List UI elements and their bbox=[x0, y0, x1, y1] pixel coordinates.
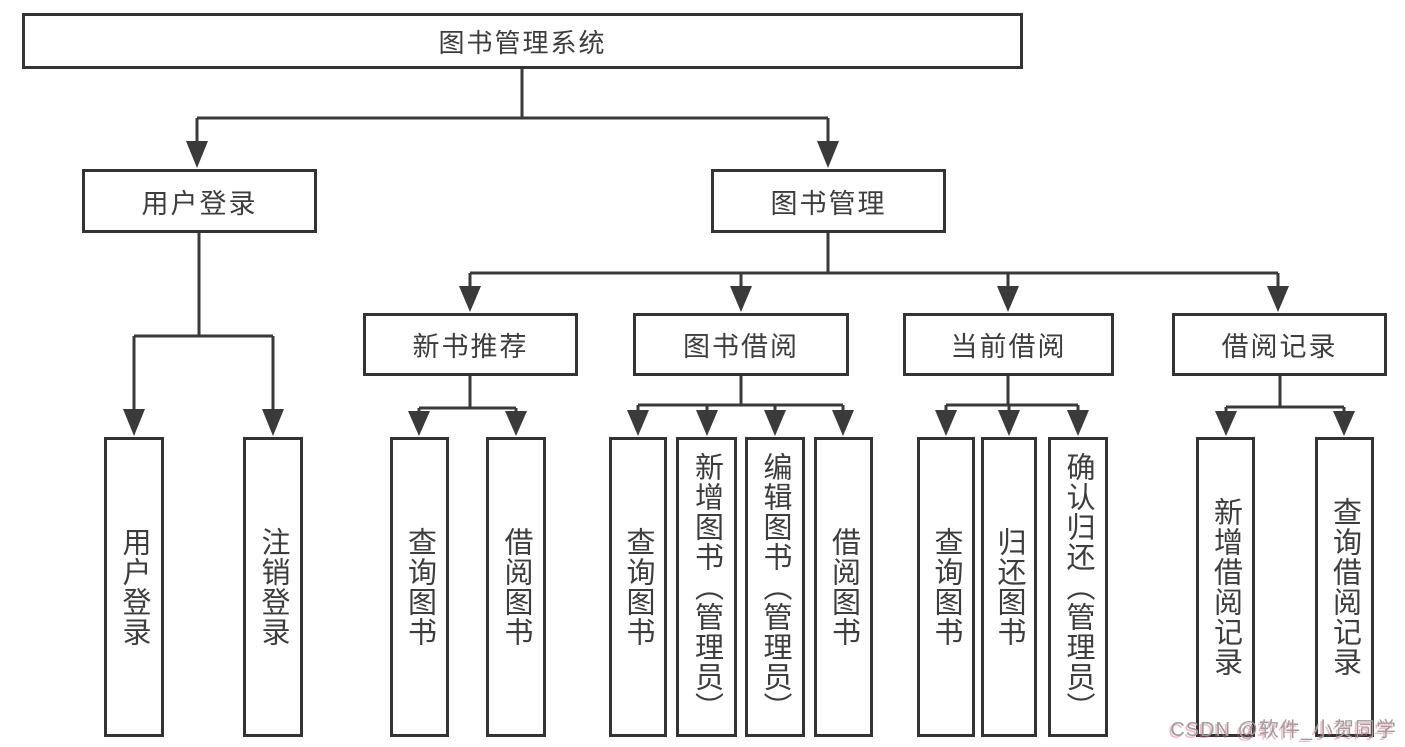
leaf-new-books-query-books: 查询图书 bbox=[390, 437, 449, 737]
arrowhead bbox=[1067, 410, 1089, 436]
arrowhead bbox=[627, 410, 649, 436]
arrowhead bbox=[817, 141, 839, 168]
branch-records bbox=[1224, 376, 1346, 412]
leaf-borrow-edit-books-admin: 编辑图书（管理员） bbox=[745, 437, 805, 737]
node-library-management-system: 图书管理系统 bbox=[22, 13, 1023, 69]
arrowhead bbox=[1215, 411, 1237, 436]
node-user-login: 用户登录 bbox=[82, 169, 317, 233]
node-book-management: 图书管理 bbox=[711, 169, 946, 233]
leaf-new-books-borrow-books: 借阅图书 bbox=[486, 437, 546, 737]
arrowhead bbox=[832, 410, 854, 436]
leaf-current-query-books: 查询图书 bbox=[917, 437, 975, 737]
arrowhead bbox=[696, 410, 718, 436]
branch-book-management-arrowheads bbox=[459, 286, 1289, 312]
arrowhead bbox=[998, 410, 1020, 436]
branch-book-borrow bbox=[636, 376, 845, 411]
branch-book-management bbox=[468, 233, 1280, 287]
csdn-watermark: CSDN @软件_小贺同学 bbox=[1170, 719, 1397, 741]
arrowhead bbox=[459, 286, 481, 312]
branch-user-login-path bbox=[132, 233, 275, 410]
branch-root-path bbox=[195, 69, 830, 142]
arrowhead bbox=[262, 409, 284, 436]
branch-root-arrowheads bbox=[186, 141, 839, 168]
arrowhead bbox=[123, 409, 145, 436]
leaf-borrow-query-books: 查询图书 bbox=[609, 437, 667, 737]
leaf-records-query-record: 查询借阅记录 bbox=[1315, 437, 1374, 737]
branch-book-borrow-arrowheads bbox=[627, 410, 854, 436]
node-book-borrow: 图书借阅 bbox=[633, 313, 849, 376]
branch-records-arrowheads bbox=[1215, 411, 1355, 436]
arrowhead bbox=[730, 286, 752, 312]
branch-user-login bbox=[132, 233, 275, 410]
node-borrow-records: 借阅记录 bbox=[1172, 313, 1387, 376]
branch-user-login-arrowheads bbox=[123, 409, 284, 436]
leaf-current-confirm-return-admin: 确认归还（管理员） bbox=[1048, 437, 1108, 737]
leaf-logout: 注销登录 bbox=[243, 437, 303, 737]
arrowhead bbox=[997, 286, 1019, 312]
branch-new-books bbox=[417, 376, 518, 412]
branch-records-path bbox=[1224, 376, 1346, 412]
arrowhead bbox=[1333, 411, 1355, 436]
leaf-user-login: 用户登录 bbox=[104, 437, 164, 737]
arrowhead bbox=[764, 410, 786, 436]
node-new-book-recommend: 新书推荐 bbox=[363, 313, 578, 376]
node-current-borrow: 当前借阅 bbox=[903, 313, 1114, 376]
leaf-current-return-books: 归还图书 bbox=[981, 437, 1037, 737]
leaf-records-add-record: 新增借阅记录 bbox=[1196, 437, 1255, 737]
branch-current-borrow-path bbox=[944, 376, 1080, 411]
leaf-borrow-borrow-books: 借阅图书 bbox=[814, 437, 873, 737]
arrowhead bbox=[186, 141, 208, 168]
arrowhead bbox=[408, 411, 430, 436]
branch-new-books-arrowheads bbox=[408, 411, 527, 436]
arrowhead bbox=[935, 410, 957, 436]
branch-book-borrow-path bbox=[636, 376, 845, 411]
branch-current-borrow bbox=[944, 376, 1080, 411]
leaf-borrow-add-books-admin: 新增图书（管理员） bbox=[676, 437, 737, 737]
branch-new-books-path bbox=[417, 376, 518, 412]
arrowhead bbox=[1267, 286, 1289, 312]
branch-root bbox=[195, 69, 830, 142]
branch-book-management-path bbox=[468, 233, 1280, 287]
arrowhead bbox=[505, 411, 527, 436]
branch-current-borrow-arrowheads bbox=[935, 410, 1089, 436]
